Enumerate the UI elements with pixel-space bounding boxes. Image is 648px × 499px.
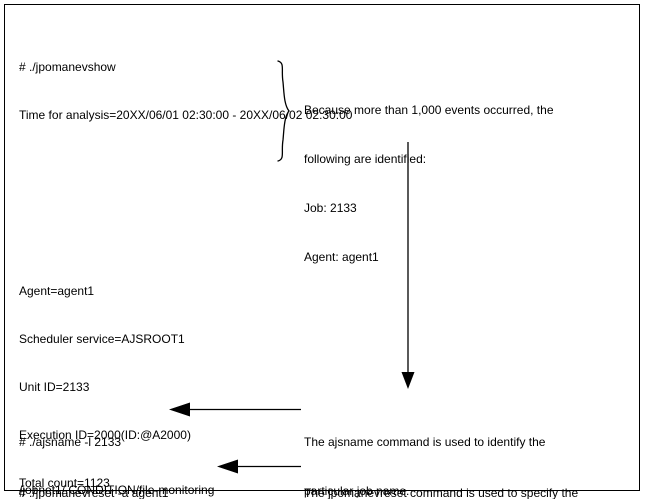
agent-block: Agent=agent1 Scheduler service=AJSROOT1 …	[19, 251, 274, 499]
annotation-line: particular job name.	[304, 484, 410, 498]
annotation-line-agent: Agent: agent1	[304, 250, 379, 264]
command-ajsname: # ./ajsname -l 2133	[19, 435, 122, 449]
ajsname-result-path: /jobnet1/.CONDITION/file-monitoring	[19, 483, 215, 497]
command-jpomanevshow: # ./jpomanevshow	[19, 60, 116, 74]
annotation-line: The jpomanevreset command is used to spe…	[304, 486, 579, 499]
annotation-ajsname: The ajsname command is used to identify …	[304, 402, 640, 499]
command-jpomanevreset: # ./jpomanevreset -a agent1	[19, 486, 169, 499]
total-count: Total count=1123	[19, 476, 110, 490]
jpomanevreset-command-block: # ./jpomanevreset -a agent1	[19, 453, 269, 499]
annotation-line-job: Job: 2133	[304, 201, 357, 215]
diagram-frame	[4, 4, 640, 491]
console-output: # ./jpomanevshow Time for analysis=20XX/…	[19, 11, 353, 499]
annotation-events: Because more than 1,000 events occurred,…	[304, 70, 640, 298]
analysis-time-range: Time for analysis=20XX/06/01 02:30:00 - …	[19, 108, 353, 122]
ajsname-command-block: # ./ajsname -l 2133 /jobnet1/.CONDITION/…	[19, 402, 269, 499]
scheduler-service: Scheduler service=AJSROOT1	[19, 332, 185, 346]
agent-name: Agent=agent1	[19, 284, 95, 298]
execution-id: Execution ID=2000(ID:@A2000)	[19, 428, 191, 442]
annotation-line: The ajsname command is used to identify …	[304, 435, 546, 449]
spacer	[19, 171, 274, 187]
annotation-jpomanevreset: The jpomanevreset command is used to spe…	[304, 453, 640, 499]
annotation-line: Because more than 1,000 events occurred,…	[304, 103, 554, 117]
unit-id: Unit ID=2133	[19, 380, 90, 394]
annotation-line: following are identified:	[304, 152, 427, 166]
